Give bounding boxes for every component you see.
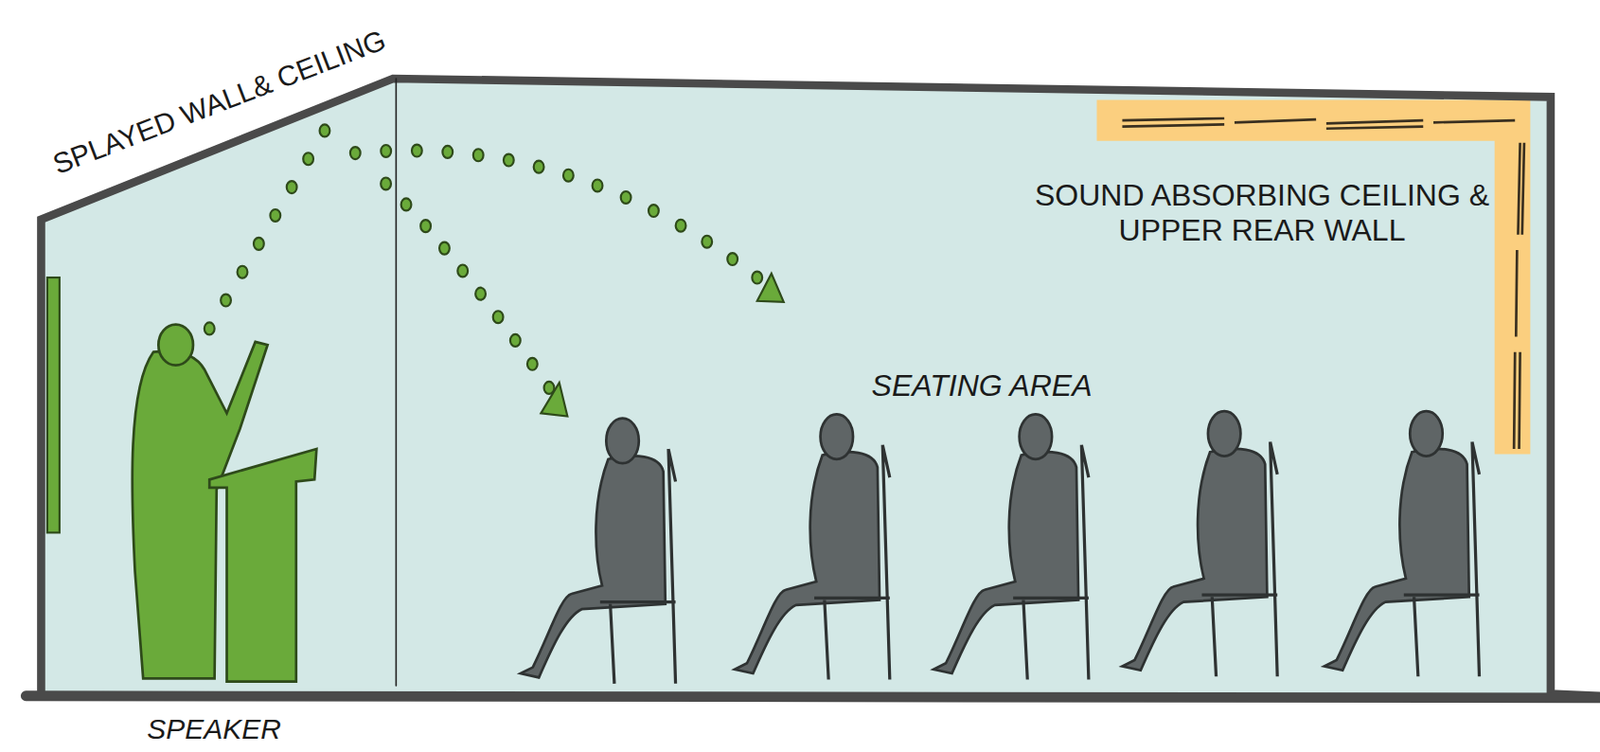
sound-dot (380, 144, 392, 158)
sound-dot (442, 145, 453, 159)
sound-dot (621, 191, 632, 204)
sound-dot (503, 154, 515, 167)
sound-dot (475, 287, 486, 301)
sound-dot (592, 179, 604, 193)
sound-dot (320, 124, 331, 137)
room-interior (40, 78, 1550, 694)
sound-dot (302, 152, 314, 165)
sound-dot (350, 146, 361, 160)
sound-dot (648, 204, 659, 217)
sound-dot (533, 160, 545, 174)
sound-dot (204, 321, 215, 335)
speaker-label: SPEAKER (146, 712, 282, 747)
sound-dot (675, 219, 687, 232)
sound-dot (269, 209, 281, 222)
absorber-label: SOUND ABSORBING CEILING & UPPER REAR WAL… (1028, 177, 1497, 249)
sound-dot (411, 144, 423, 158)
sound-dot (544, 381, 555, 394)
sound-dot (401, 197, 412, 211)
board (47, 277, 60, 533)
sound-dot (527, 357, 538, 371)
sound-dot (510, 334, 521, 347)
sound-dot (380, 177, 392, 190)
seating-label: SEATING AREA (871, 368, 1093, 404)
sound-dot (237, 266, 249, 279)
sound-dot (493, 310, 504, 323)
sound-dot (286, 180, 298, 194)
sound-dot (439, 242, 450, 255)
absorbing-panels (1097, 100, 1531, 455)
sound-dot (420, 219, 431, 232)
sound-dot (563, 169, 574, 182)
sound-dot (751, 271, 763, 285)
sound-rays (204, 124, 784, 416)
sound-dot (457, 264, 468, 277)
sound-dot (220, 294, 232, 307)
sound-dot (727, 252, 738, 266)
sound-dot (701, 235, 712, 249)
sound-dot (473, 148, 484, 161)
speaker-figure (132, 324, 318, 682)
room-walls (25, 78, 1600, 698)
sound-dot (253, 237, 265, 250)
